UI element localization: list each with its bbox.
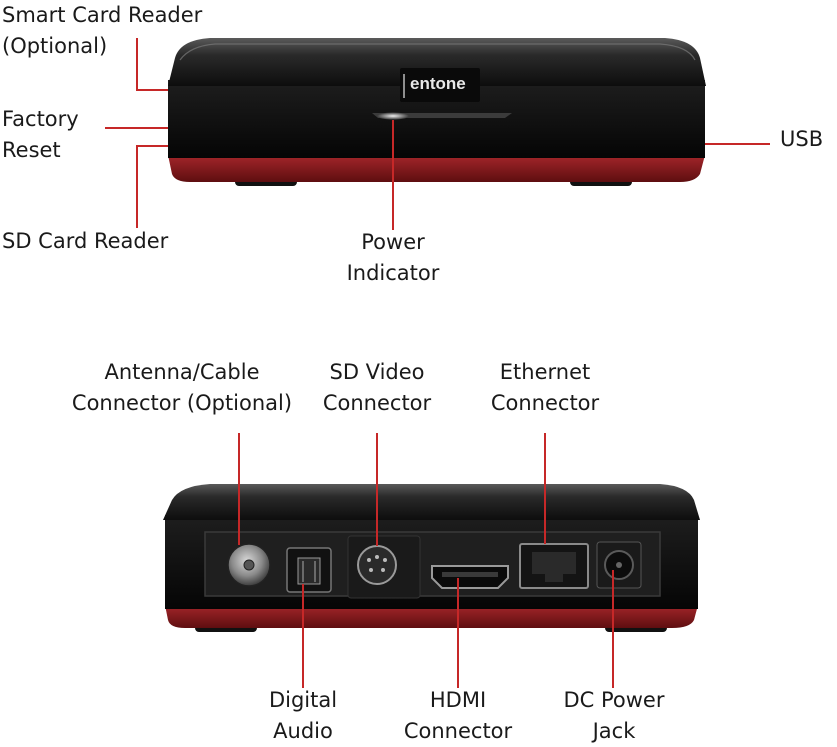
power-indicator-led [377,112,409,120]
label-factory-reset: Factory Reset [2,107,79,162]
label-dc-power-jack: DC Power Jack [563,688,665,743]
label-usb: USB [780,127,824,151]
front-red-base [168,155,705,182]
rear-lid [163,484,700,520]
label-hdmi-connector: HDMI Connector [403,688,513,743]
label-antenna-cable-connector: Antenna/Cable Connector (Optional) [71,360,293,415]
front-body [168,80,705,158]
label-ethernet-connector: Ethernet Connector [490,360,600,415]
rear-connector-panel [204,531,661,597]
brand-logo: entone [410,74,466,93]
front-lid [168,38,706,86]
rear-red-base [165,605,698,628]
front-device [168,38,706,186]
leader-lines [105,38,770,688]
sd-video-port [357,545,397,585]
label-sd-video-connector: SD Video Connector [322,360,432,415]
label-sd-card-reader: SD Card Reader [2,229,169,253]
label-smart-card-reader: Smart Card Reader (Optional) [2,3,203,58]
label-digital-audio: Digital Audio [268,688,338,743]
label-power-indicator: Power Indicator [346,230,440,285]
front-logo-plate [400,68,480,102]
rear-device [163,484,700,632]
leader-smart-card [136,38,168,91]
leader-sd-card [136,145,168,228]
